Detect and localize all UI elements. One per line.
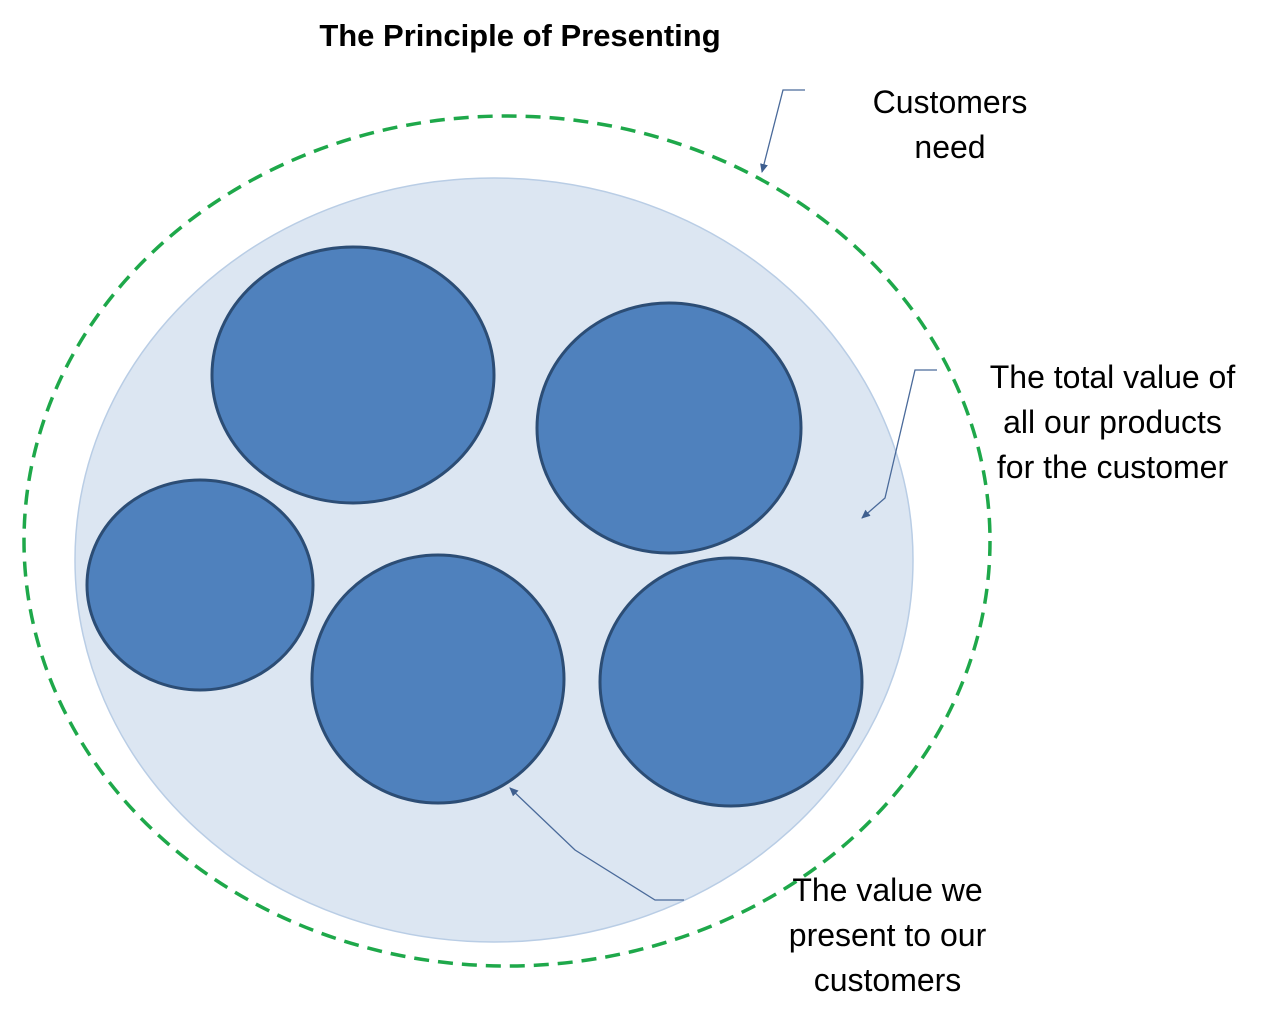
customers-need-line-2: need bbox=[914, 129, 986, 165]
callout-line-total-value bbox=[861, 369, 937, 519]
customers-need-label: Customers need bbox=[845, 80, 1055, 170]
total-value-line-1: The total value of bbox=[989, 359, 1236, 395]
product-circle-left bbox=[85, 478, 315, 692]
customers-need-ellipse bbox=[22, 114, 992, 968]
product-circle-top-right bbox=[535, 301, 803, 555]
total-value-label: The total value of all our products for … bbox=[965, 355, 1260, 490]
total-value-line-2: all our products bbox=[1003, 404, 1222, 440]
product-circle-bottom-right bbox=[598, 556, 864, 808]
total-value-line-3: for the customer bbox=[996, 449, 1229, 485]
present-value-label: The value we present to our customers bbox=[765, 868, 1010, 1003]
callout-line-customers-need bbox=[760, 89, 805, 173]
present-value-line-1: The value we bbox=[792, 872, 983, 908]
diagram-title: The Principle of Presenting bbox=[319, 18, 721, 53]
product-circle-bottom-center bbox=[310, 553, 566, 805]
present-value-line-2: present to our bbox=[788, 917, 987, 953]
customers-need-line-1: Customers bbox=[872, 84, 1028, 120]
product-circle-top-left bbox=[210, 245, 496, 505]
present-value-line-3: customers bbox=[813, 962, 962, 998]
callout-line-present-value bbox=[509, 787, 684, 901]
